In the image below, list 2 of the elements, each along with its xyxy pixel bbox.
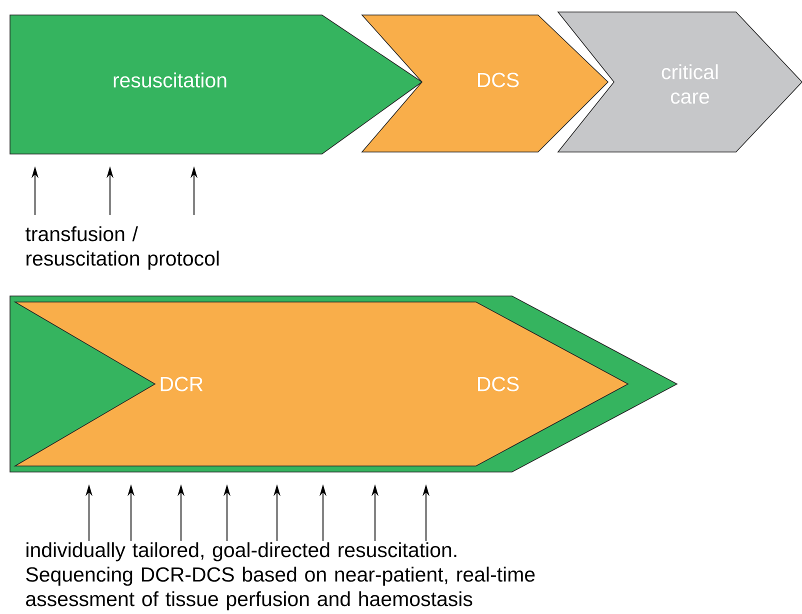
annotation-text: transfusion / resuscitation protocol (26, 226, 219, 270)
annotation-text: individually tailored, goal-directed resuscitation. Sequencing DCR-DCS based on near-patient, real-time assessment of tissue perfusion and haemostasis (26, 542, 535, 610)
